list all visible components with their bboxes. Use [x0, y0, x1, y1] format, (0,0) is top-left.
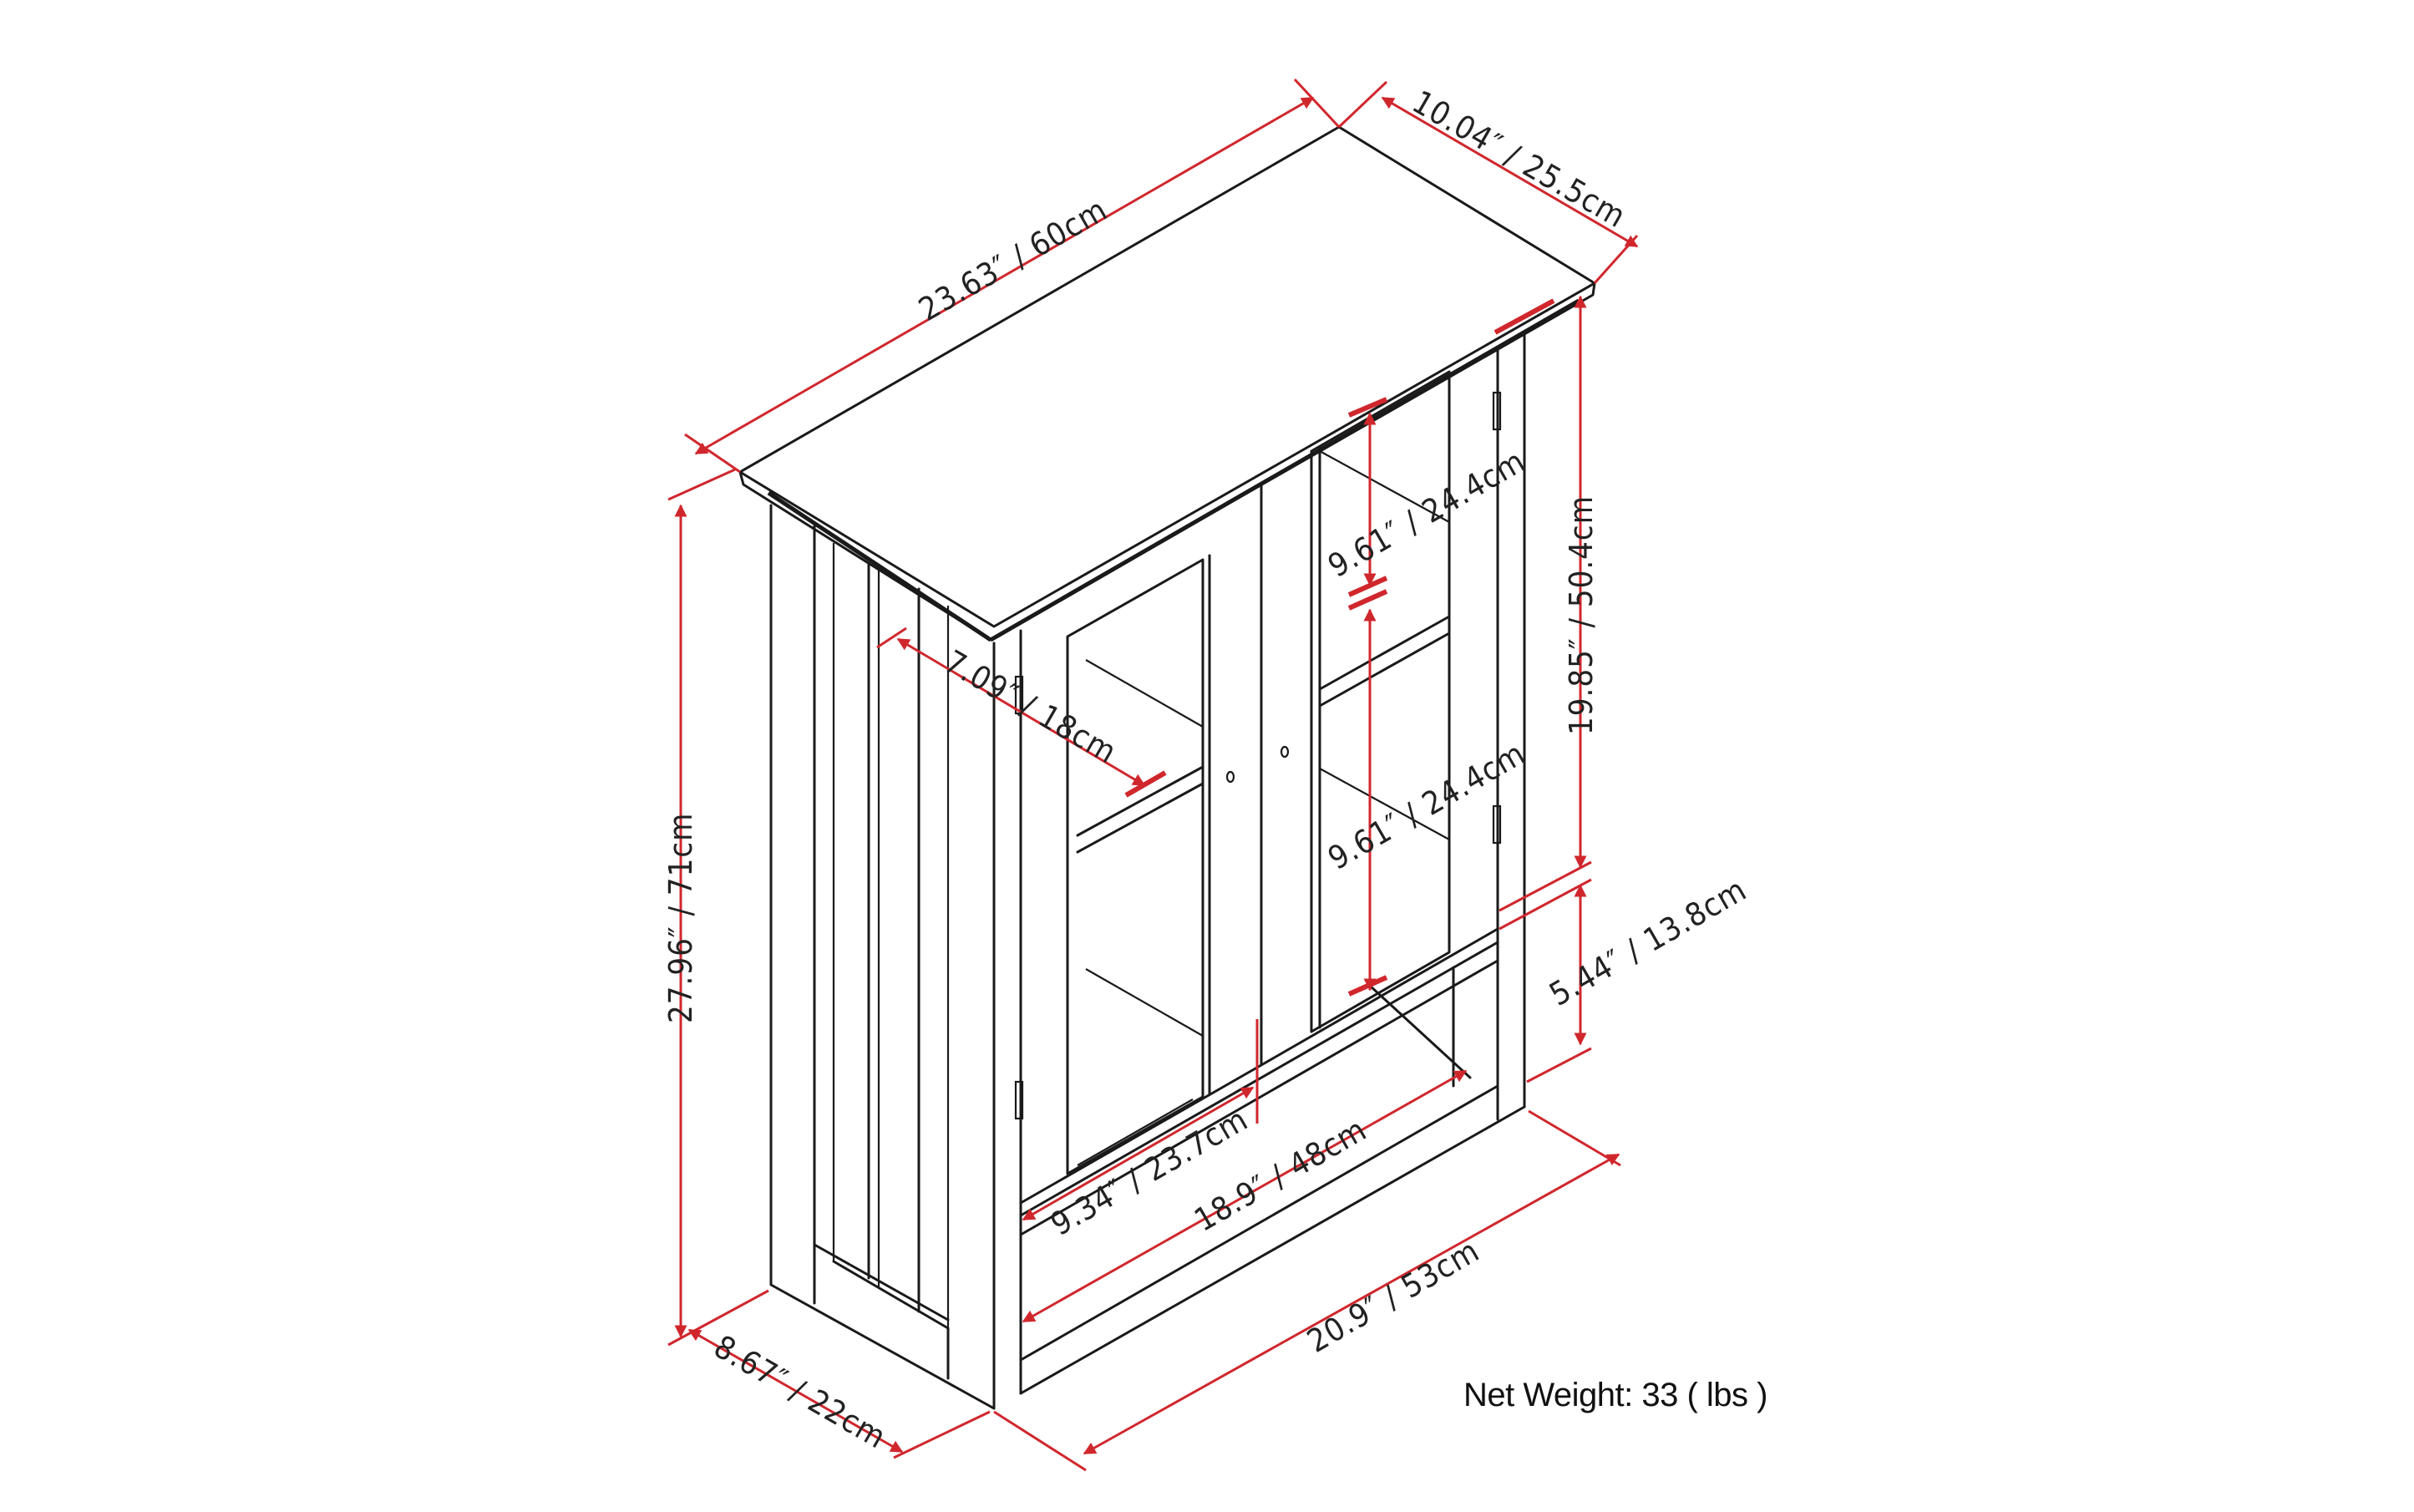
- label-top-depth: 10.04″ / 25.5cm: [1407, 84, 1633, 236]
- label-upper-shelf-gap: 9.61″ / 24.4cm: [1322, 443, 1532, 585]
- label-shelf-depth: 7.09″ / 18cm: [939, 643, 1123, 771]
- right-glass-door: [1260, 348, 1502, 1067]
- label-top-width: 23.63″ / 60cm: [913, 190, 1114, 327]
- label-total-height: 27.96″ / 71cm: [662, 813, 699, 1023]
- label-open-shelf-height: 5.44″ / 13.8cm: [1544, 871, 1753, 1013]
- label-door-section-height: 19.85″ / 50.4cm: [1563, 495, 1600, 735]
- label-base-width: 20.9″ / 53cm: [1301, 1232, 1486, 1360]
- label-base-depth: 8.67″ / 22cm: [708, 1328, 893, 1456]
- net-weight-label: Net Weight: 33 ( lbs ): [1463, 1377, 1767, 1413]
- dimension-lines: [667, 78, 1639, 1472]
- cabinet-left-side: [769, 504, 996, 1410]
